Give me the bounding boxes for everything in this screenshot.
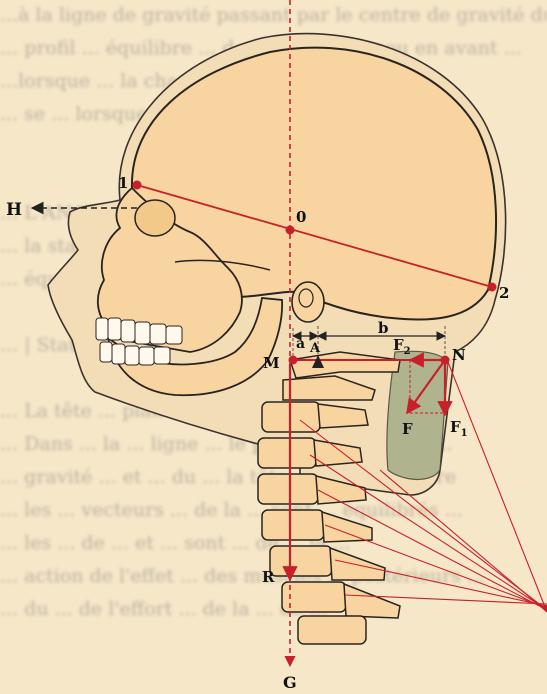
label-M: M	[263, 354, 280, 372]
label-G: G	[283, 673, 297, 692]
label-b: b	[378, 319, 389, 337]
label-point-1: 1	[118, 174, 128, 192]
label-F1: F1	[450, 418, 468, 439]
label-R: R	[262, 568, 275, 586]
label-F: F	[402, 420, 413, 438]
orbit	[135, 200, 175, 236]
label-point-0: 0	[296, 208, 306, 226]
label-point-2: 2	[499, 284, 509, 302]
label-H: H	[6, 200, 22, 220]
label-A: A	[309, 341, 321, 356]
mastoid-process	[292, 282, 324, 322]
label-N: N	[452, 346, 466, 364]
label-a: a	[296, 336, 305, 352]
